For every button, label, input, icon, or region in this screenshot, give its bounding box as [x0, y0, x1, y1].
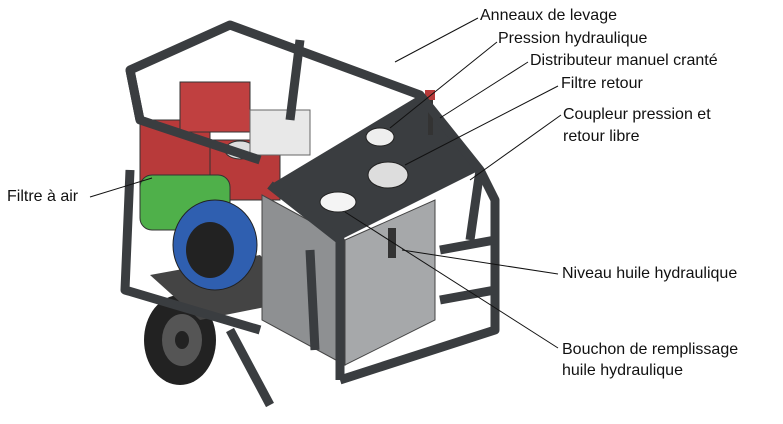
label-oil-level: Niveau huile hydraulique	[562, 265, 738, 282]
label-filler-1: Bouchon de remplissage	[562, 341, 739, 358]
leader-lines	[89, 17, 562, 349]
label-return-filter: Filtre retour	[561, 75, 643, 92]
engine	[139, 81, 311, 291]
tank-front	[344, 199, 436, 366]
label-filler-2: huile hydraulique	[562, 362, 683, 379]
label-coupler-1: Coupleur pression et	[563, 106, 711, 123]
label-pressure-gauge: Pression hydraulique	[498, 30, 648, 47]
frame	[120, 20, 500, 408]
label-air-filter: Filtre à air	[7, 188, 79, 205]
filler-cap	[319, 191, 357, 213]
return-filter	[367, 161, 409, 189]
pressure-gauge	[365, 127, 395, 147]
label-lifting-rings: Anneaux de levage	[480, 7, 617, 24]
label-valve: Distributeur manuel cranté	[530, 52, 718, 69]
label-coupler-2: retour libre	[563, 128, 640, 145]
oil-level-gauge	[388, 228, 396, 258]
